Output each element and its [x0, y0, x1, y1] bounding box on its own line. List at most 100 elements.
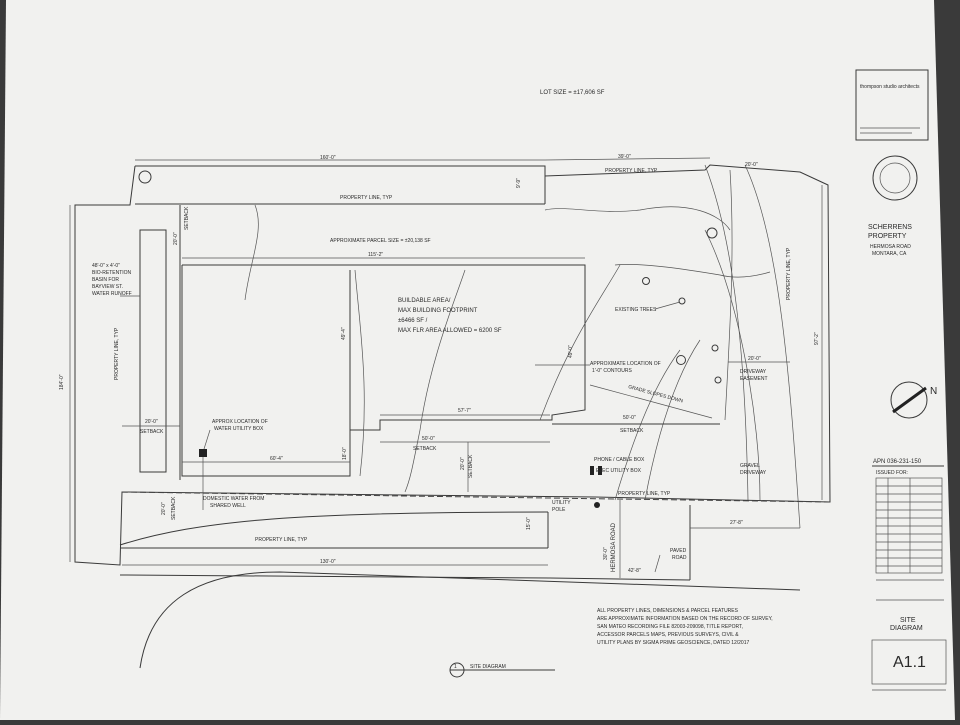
- sheet-number: A1.1: [893, 654, 926, 671]
- contour-line-10: [644, 339, 701, 501]
- hermosa-road-label: HERMOSA ROAD: [611, 522, 617, 572]
- bio-retention-label: 48'-0" x 4'-0" BIO-RETENTION BASIN FOR B…: [92, 263, 132, 297]
- svg-text:ACCESSOR PARCELS MAPS, PREVIOU: ACCESSOR PARCELS MAPS, PREVIOUS SURVEYS,…: [597, 632, 739, 638]
- contour-line-6: [539, 264, 621, 421]
- buildable-area: [181, 264, 586, 477]
- north-arrow-icon: [892, 386, 927, 414]
- dim-15: 15'-0": [526, 517, 532, 530]
- setback-top-label: SETBACK: [184, 206, 190, 230]
- architect-seal-inner: [879, 162, 911, 194]
- svg-text:ARE APPROXIMATE INFORMATION BA: ARE APPROXIMATE INFORMATION BASED ON THE…: [597, 616, 773, 622]
- road-edge-right: [744, 164, 801, 529]
- contour-line-8: [724, 169, 733, 421]
- dim-57: 57'-7": [458, 408, 471, 414]
- contour-line-11: [704, 229, 761, 501]
- paved-road-leader: [654, 554, 661, 573]
- svg-text:1'-0" CONTOURS: 1'-0" CONTOURS: [592, 368, 633, 374]
- water-box-leader: [203, 429, 211, 450]
- dim-42: 42'-8": [628, 568, 641, 574]
- north-label: N: [930, 386, 937, 397]
- sheet-number-box: [871, 639, 947, 685]
- svg-text:APPROX LOCATION OF: APPROX LOCATION OF: [212, 419, 268, 425]
- sheet-title-1: SITE: [900, 617, 916, 624]
- property-line-left: PROPERTY LINE, TYP: [114, 327, 120, 380]
- firm-name: thompson studio architects: [860, 84, 920, 90]
- address-2: MONTARA, CA: [872, 251, 907, 257]
- property-line-lower-left: PROPERTY LINE, TYP: [255, 537, 308, 543]
- svg-text:APPROXIMATE LOCATION OF: APPROXIMATE LOCATION OF: [590, 361, 661, 367]
- dim-top-right: 39'-0": [618, 154, 631, 160]
- setback-lower-left-label: SETBACK: [171, 496, 177, 520]
- svg-text:BIO-RETENTION: BIO-RETENTION: [92, 270, 132, 276]
- utility-pole-label: UTILITY POLE: [552, 500, 571, 513]
- callout-number: 1: [454, 664, 457, 670]
- elec-box-label: ELEC UTILITY BOX: [596, 468, 642, 474]
- svg-text:DRIVEWAY: DRIVEWAY: [740, 470, 767, 476]
- dim-97: 97'-2": [814, 332, 820, 345]
- utility-pole: [594, 502, 600, 508]
- domestic-water-label: DOMESTIC WATER FROM SHARED WELL: [203, 496, 264, 509]
- setback-right-label: SETBACK: [620, 428, 644, 434]
- svg-text:±6466 SF /: ±6466 SF /: [398, 318, 428, 324]
- road-edge-5: [119, 574, 691, 581]
- setback-left-label: SETBACK: [140, 429, 164, 435]
- trees-leader: [654, 301, 681, 310]
- architect-seal: [872, 155, 918, 201]
- road-edge-4: [139, 571, 801, 669]
- elec-utility-box: [598, 466, 602, 475]
- contours-label: APPROXIMATE LOCATION OF 1'-0" CONTOURS: [590, 361, 661, 374]
- property-line-front: [121, 491, 831, 503]
- svg-text:BAYVIEW ST.: BAYVIEW ST.: [92, 284, 123, 290]
- svg-text:EASEMENT: EASEMENT: [740, 376, 768, 382]
- tree-1: [706, 227, 718, 239]
- tree-3: [678, 297, 686, 305]
- svg-text:ROAD: ROAD: [672, 555, 687, 561]
- dim-130: 130'-0": [320, 559, 336, 565]
- svg-text:GRAVEL: GRAVEL: [740, 463, 760, 469]
- water-box-label: APPROX LOCATION OF WATER UTILITY BOX: [212, 419, 268, 432]
- property-line-bottom: PROPERTY LINE, TYP: [618, 491, 671, 497]
- issue-table: [875, 477, 943, 574]
- existing-trees-label: EXISTING TREES: [615, 307, 657, 313]
- sheet-title-2: DIAGRAM: [890, 625, 923, 632]
- contour-line-7: [704, 164, 749, 501]
- dim-50b: 50'-0": [422, 436, 435, 442]
- phone-cable-box: [590, 466, 594, 475]
- tree-5: [711, 344, 719, 352]
- svg-text:UTILITY: UTILITY: [552, 500, 571, 506]
- setback-mid-label: SETBACK: [413, 446, 437, 452]
- dim-115: 115'-2": [368, 252, 383, 258]
- svg-text:48'-0" x 4'-0": 48'-0" x 4'-0": [92, 263, 120, 269]
- address-1: HERMOSA ROAD: [870, 244, 911, 250]
- dim-top-left: 160'-0": [320, 155, 336, 161]
- gravel-driveway-label: GRAVEL DRIVEWAY: [740, 463, 767, 476]
- tree-6: [714, 376, 722, 384]
- driveway-easement-label: DRIVEWAY EASEMENT: [740, 369, 768, 382]
- project-name-1: SCHERRENS: [868, 224, 912, 231]
- contour-line-1: [244, 204, 259, 301]
- dim-20-left: 20'-0": [145, 419, 158, 425]
- contour-line-3: [404, 269, 466, 493]
- property-line-right: PROPERTY LINE, TYP: [786, 247, 792, 300]
- dim-line-top-right: [544, 157, 711, 161]
- property-line-top: PROPERTY LINE, TYP: [340, 195, 393, 201]
- dim-20-right: 20'-0": [748, 356, 761, 362]
- road-edge-1: [119, 511, 549, 546]
- property-boundary: [74, 164, 831, 566]
- lot-size: LOT SIZE = ±17,606 SF: [540, 90, 605, 96]
- contour-line-5: [614, 264, 771, 278]
- svg-text:POLE: POLE: [552, 507, 566, 513]
- issued-for: ISSUED FOR:: [876, 470, 908, 476]
- svg-text:WATER UTILITY BOX: WATER UTILITY BOX: [214, 426, 264, 432]
- site-diagram-label: SITE DIAGRAM: [470, 664, 506, 670]
- svg-text:WATER RUNOFF: WATER RUNOFF: [92, 291, 132, 297]
- dim-20-lower-left: 20'-0": [161, 502, 167, 515]
- svg-text:MAX BUILDING FOOTPRINT: MAX BUILDING FOOTPRINT: [398, 308, 478, 314]
- dim-20-mid: 20'-0": [460, 457, 466, 470]
- dim-49: 49'-4": [341, 327, 347, 340]
- project-name-2: PROPERTY: [868, 233, 907, 240]
- north-arrow-circle: [890, 381, 928, 419]
